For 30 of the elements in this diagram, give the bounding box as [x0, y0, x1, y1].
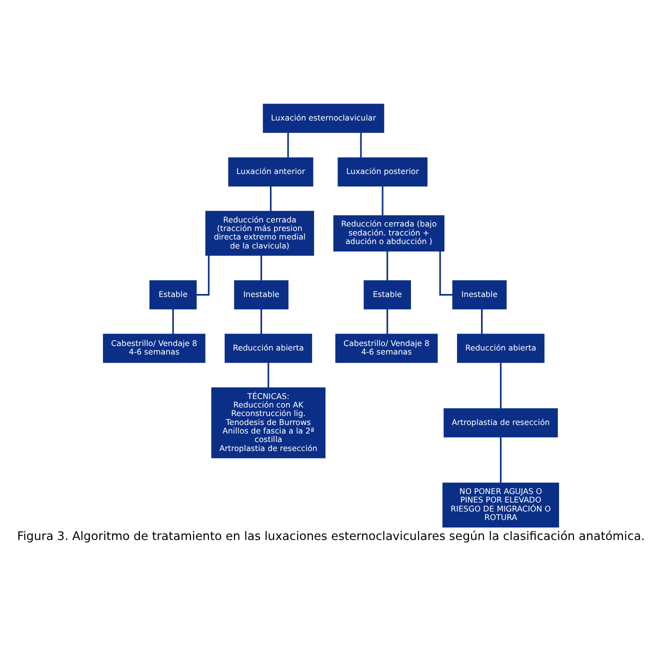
connector — [172, 308, 174, 334]
connector — [270, 186, 272, 211]
connector — [481, 308, 483, 334]
node-box: Artroplastia de resección — [444, 408, 558, 437]
node-box: Estable — [149, 280, 197, 309]
node-box: Luxación posterior — [338, 156, 428, 186]
node-box: Reducción abierta — [457, 333, 544, 362]
node-box: Cabestrillo/ Vendaje 8 4-6 semanas — [335, 333, 438, 362]
connector — [260, 255, 262, 280]
node-box: Reducción abierta — [224, 333, 312, 362]
connector — [500, 362, 502, 408]
connector — [268, 362, 270, 387]
connector — [287, 132, 289, 157]
connector — [386, 308, 388, 334]
connector — [500, 436, 502, 482]
node-box: Inestable — [234, 280, 288, 309]
node-box: Inestable — [452, 280, 507, 309]
connector — [360, 132, 362, 157]
node-box: Luxación anterior — [228, 156, 314, 186]
node-box: NO PONER AGUJAS O PINES POR ELEVADO RIESGO DE MIGRACIÓN O ROTURA — [442, 482, 560, 528]
node-box: Reducción cerrada (tracción más presion directa extremo medial de la clavicula) — [205, 210, 314, 256]
node-box: Luxación esternoclavicular — [262, 103, 384, 132]
caption: Figura 3. Algoritmo de tratamiento en las luxaciones esternoclaviculares según la clasificación anatómica. — [17, 528, 645, 542]
connector — [382, 186, 384, 215]
connector — [386, 250, 388, 280]
node-box: Estable — [364, 280, 411, 309]
connector — [260, 308, 262, 334]
node-box: TÉCNICAS: Reducción con AK Reconstrucción lig. Tenodesis de Burrows Anillos de fascia a la 2ª costilla Artroplastia de resección — [211, 386, 326, 458]
node-box: Reducción cerrada (bajo sedación. tracción + adución o abducción ) — [333, 214, 444, 251]
node-box: Cabestrillo/ Vendaje 8 4-6 semanas — [102, 333, 206, 362]
